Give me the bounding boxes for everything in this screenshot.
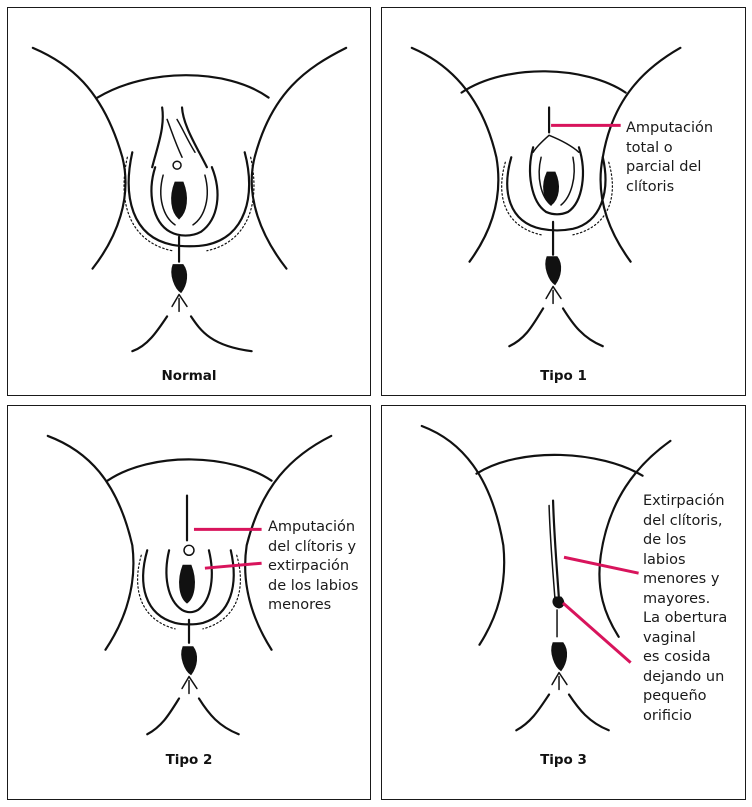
pointer-line-labia: [563, 555, 639, 575]
illustration-normal: [31, 46, 348, 353]
panel-tipo2: Amputación del clítoris y extirpación de…: [7, 405, 371, 800]
annotation-line: de los: [643, 532, 687, 548]
annotation-tipo2: Amputación del clítoris y extirpación de…: [268, 518, 358, 616]
annotation-line: dejando un: [643, 668, 725, 685]
annotation-line: es cosida: [643, 649, 711, 665]
pointer-line-opening: [562, 601, 632, 664]
annotation-line: menores: [268, 597, 332, 613]
annotation-line: vaginal: [643, 629, 696, 646]
annotation-tipo1: Amputación total o parcial del clítoris: [626, 119, 713, 197]
annotation-line: Extirpación: [643, 493, 725, 509]
annotation-line: de los labios: [268, 577, 359, 594]
annotation-line: del clítoris,: [643, 512, 723, 529]
caption-tipo1: Tipo 1: [540, 368, 587, 384]
panel-tipo1: Amputación total o parcial del clítoris …: [381, 7, 746, 396]
annotation-line: menores y: [643, 571, 720, 587]
caption-normal: Normal: [161, 368, 217, 384]
annotation-line: La obertura: [643, 610, 728, 626]
annotation-line: parcial del: [626, 159, 702, 175]
annotation-line: del clítoris y: [268, 538, 357, 555]
annotation-line: orificio: [643, 707, 692, 724]
caption-tipo2: Tipo 2: [165, 752, 213, 768]
annotation-line: mayores.: [643, 590, 711, 607]
annotation-tipo3: Extirpación del clítoris, de los labios …: [643, 492, 727, 726]
annotation-line: Amputación: [626, 120, 714, 136]
annotation-line: total o: [626, 139, 673, 156]
panel-normal: Normal: [7, 7, 371, 396]
annotation-line: extirpación: [268, 558, 350, 574]
annotation-line: pequeño: [643, 688, 707, 704]
annotation-line: labios: [643, 551, 686, 568]
annotation-line: Amputación: [268, 519, 356, 535]
panel-tipo3: Extirpación del clítoris, de los labios …: [381, 405, 746, 800]
illustration-tipo2: [46, 434, 333, 736]
illustration-tipo3: [420, 424, 672, 732]
pointer-line-labia: [204, 561, 262, 570]
caption-tipo3: Tipo 3: [540, 752, 587, 768]
illustration-tipo1: [410, 46, 682, 348]
annotation-line: clítoris: [626, 178, 675, 195]
